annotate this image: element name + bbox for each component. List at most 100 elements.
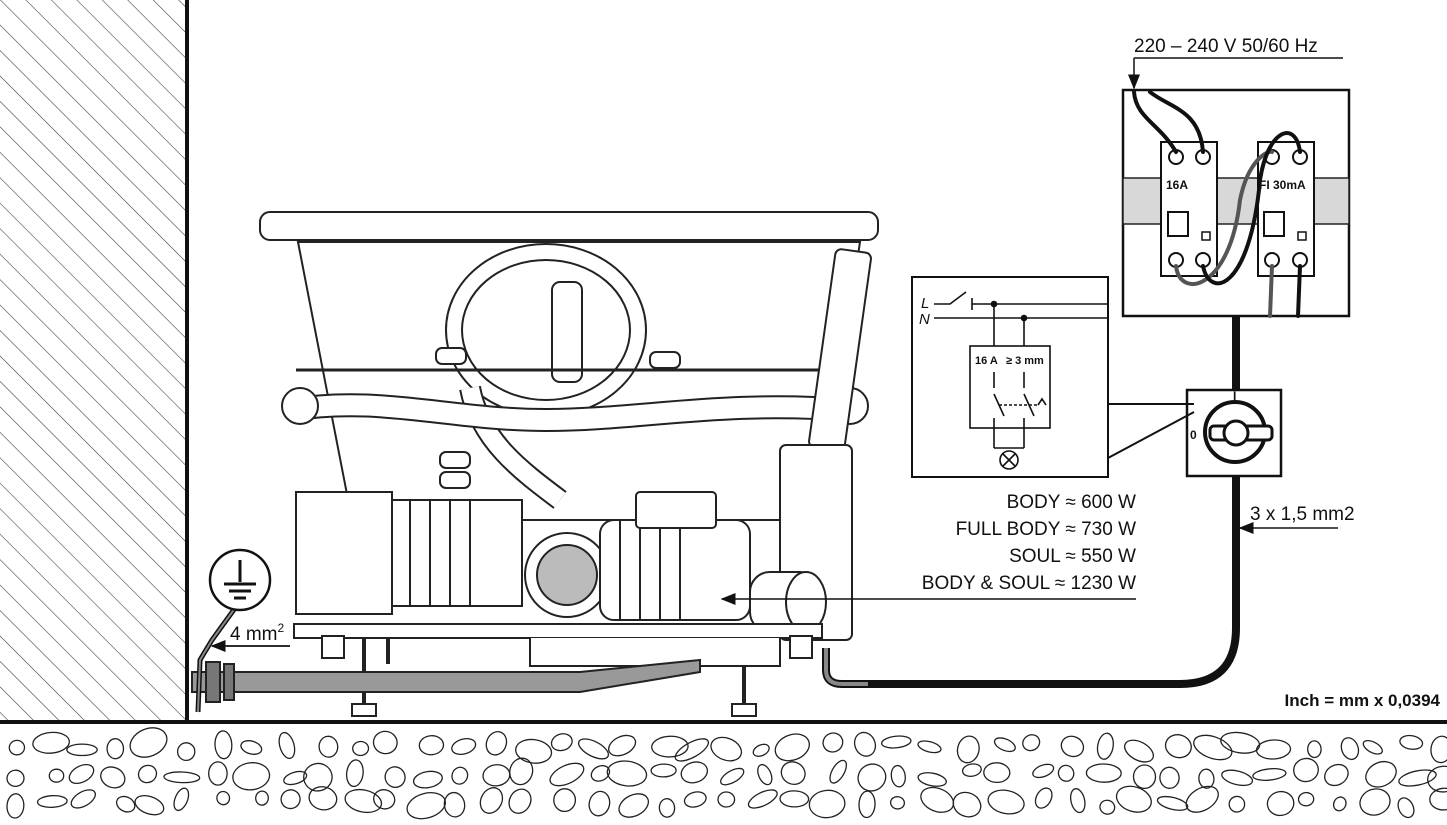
pebble (890, 764, 906, 788)
pebble (373, 789, 396, 810)
pebble (1032, 763, 1055, 779)
pebble (352, 740, 370, 757)
power-rating-full-body: FULL BODY ≈ 730 W (956, 519, 1137, 540)
pebble (68, 763, 95, 785)
pebble (917, 772, 947, 787)
floor (0, 720, 1447, 820)
earth-conductor (195, 602, 241, 713)
pebble (983, 762, 1011, 784)
pebble (650, 763, 677, 778)
pebble (881, 735, 912, 749)
pebble (1398, 769, 1437, 787)
pebble (1228, 795, 1246, 813)
earth-superscript: 2 (278, 621, 285, 635)
unit-conversion-note: Inch = mm x 0,0394 (1285, 691, 1441, 710)
pebble (1399, 734, 1424, 750)
pebble (1159, 766, 1180, 789)
pebble (70, 789, 97, 809)
pump-assembly (293, 444, 853, 717)
pebble (232, 762, 271, 791)
pebble (1340, 737, 1360, 761)
pebble (618, 793, 650, 818)
drain-pipe (191, 658, 701, 703)
pebble (956, 735, 980, 764)
pebble (345, 759, 364, 788)
pebble (482, 764, 511, 787)
pebble (451, 737, 477, 756)
pebble (961, 763, 982, 777)
pebble (176, 742, 196, 762)
pebble (1362, 739, 1383, 755)
neutral-label: N (919, 311, 930, 328)
rating-label: 16 A (975, 355, 998, 367)
pebble (987, 789, 1025, 815)
pebble (509, 757, 534, 786)
pebble (1359, 788, 1391, 816)
pebble (66, 743, 98, 757)
pebble (278, 731, 296, 760)
pebble (508, 788, 532, 814)
pebble (1022, 734, 1041, 752)
pebble (720, 767, 745, 786)
pebble (1293, 757, 1319, 783)
pebble (651, 735, 689, 758)
pebble (658, 798, 676, 818)
pebble (1198, 768, 1215, 789)
pebble (283, 770, 308, 786)
pebble (780, 761, 806, 786)
gravel-pattern (6, 727, 1447, 820)
pebble (1430, 735, 1447, 764)
pebble (1156, 795, 1189, 811)
pebble (858, 790, 876, 819)
supply-voltage-callout: 220 – 240 V 50/60 Hz (1128, 36, 1343, 90)
pebble (757, 763, 773, 786)
pebble (255, 790, 269, 806)
pebble (1085, 763, 1122, 783)
power-rating-body: BODY ≈ 600 W (1007, 492, 1136, 513)
pebble (32, 731, 71, 754)
pebble (134, 794, 165, 816)
pebble (674, 738, 710, 762)
pebble (115, 795, 136, 813)
pebble (208, 761, 228, 786)
pebble (318, 735, 339, 758)
pebble (1185, 785, 1219, 813)
pebble (6, 769, 25, 788)
pebble (443, 791, 466, 818)
pebble (550, 733, 573, 752)
line-label: L (921, 295, 929, 312)
pebble (106, 738, 125, 760)
svg-text:4 mm2: 4 mm2 (230, 621, 285, 645)
pebble (372, 730, 398, 755)
earth-symbol (208, 548, 272, 612)
internal-wiring (1132, 90, 1302, 318)
pebble (6, 793, 25, 819)
cable-callout: 3 x 1,5 mm2 (1238, 504, 1355, 534)
pebble (1220, 731, 1261, 754)
pebble (577, 738, 610, 760)
pebble (549, 762, 585, 787)
wall (0, 0, 189, 722)
pebble (214, 730, 233, 760)
power-rating-body-and-soul: BODY & SOUL ≈ 1230 W (922, 573, 1136, 594)
pebble (1252, 768, 1287, 781)
pebble (1069, 788, 1086, 814)
pebble (857, 763, 887, 792)
pebble (1427, 765, 1447, 793)
pebble (680, 761, 709, 784)
isolator-schematic: L N 16 A ≥ 3 mm (911, 276, 1109, 478)
pebble (608, 734, 637, 757)
pebble (137, 764, 158, 784)
rcd-breaker: FI 30mA (1257, 141, 1315, 277)
gap-label: ≥ 3 mm (1006, 355, 1044, 367)
pebble (889, 796, 906, 810)
pebble (553, 788, 577, 813)
pebble (1397, 797, 1415, 819)
pebble (451, 766, 469, 785)
pebble (479, 787, 504, 814)
pebble (1193, 734, 1233, 761)
pebble (1297, 791, 1315, 807)
pebble (952, 791, 982, 818)
distribution-board: 16A FI 30mA (1121, 88, 1351, 318)
pebble (280, 789, 301, 810)
